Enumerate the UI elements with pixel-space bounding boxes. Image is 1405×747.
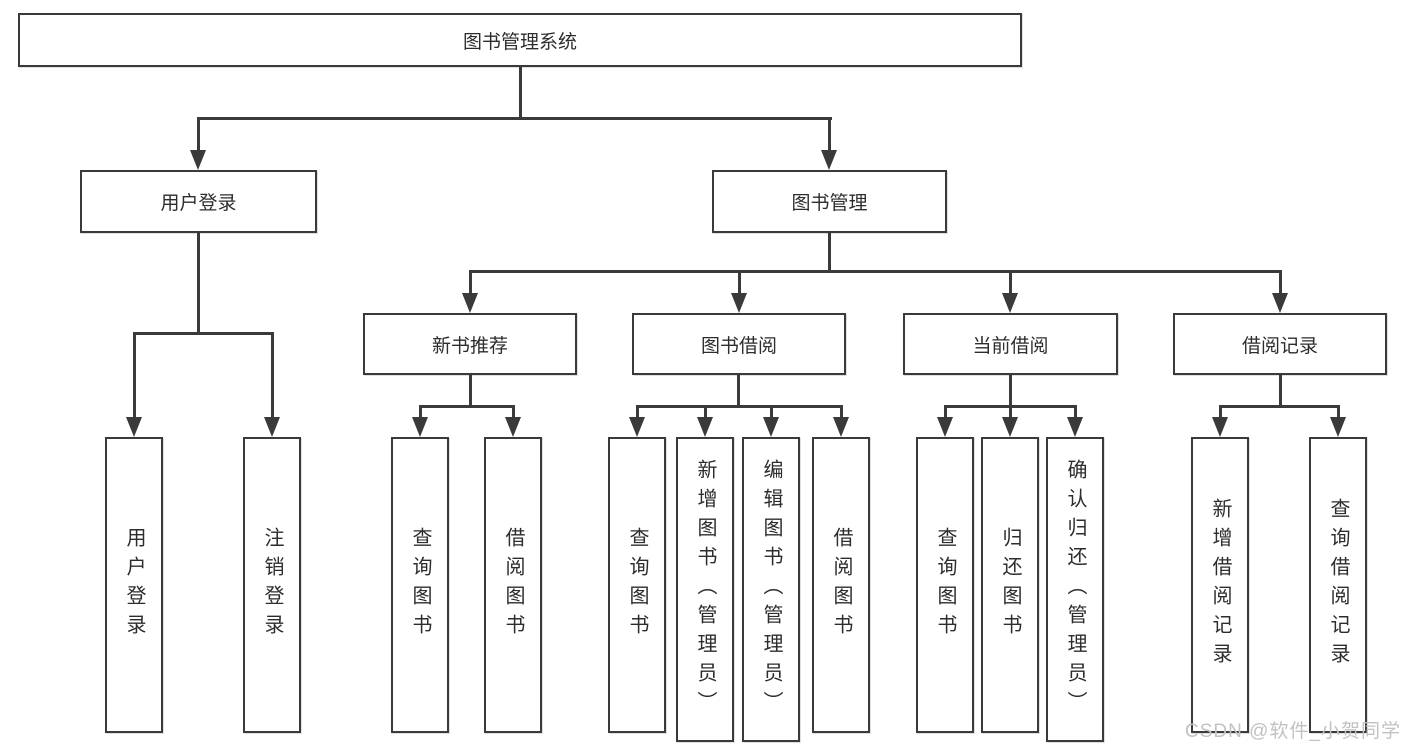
connector-line (1219, 405, 1340, 408)
connector-line (1337, 405, 1340, 419)
connector-line (419, 405, 515, 408)
leaf-confirm-return-admin-label: 确认归还（管理员） (1064, 459, 1086, 720)
arrow-down-icon (126, 417, 142, 437)
arrow-down-icon (937, 417, 953, 437)
connector-line (1009, 405, 1012, 419)
leaf-add-borrow-record: 新增借阅记录 (1191, 437, 1249, 733)
node-user-login-group-label: 用户登录 (160, 193, 237, 214)
connector-line (469, 375, 472, 408)
arrow-down-icon (190, 150, 206, 170)
arrow-down-icon (821, 150, 837, 170)
connector-line (512, 405, 515, 419)
connector-line (1279, 375, 1282, 408)
node-current-borrowing: 当前借阅 (903, 313, 1118, 375)
connector-line (197, 233, 200, 335)
arrow-down-icon (1330, 417, 1346, 437)
connector-line (704, 405, 707, 419)
connector-line (1219, 405, 1222, 419)
leaf-query-books-recommend-label: 查询图书 (409, 527, 431, 643)
arrow-down-icon (462, 293, 478, 313)
leaf-borrow-books-recommend: 借阅图书 (484, 437, 542, 733)
leaf-return-books-label: 归还图书 (999, 527, 1021, 643)
connector-line (469, 270, 1282, 273)
connector-line (840, 405, 843, 419)
arrow-down-icon (1002, 293, 1018, 313)
connector-line (738, 270, 741, 295)
arrow-down-icon (731, 293, 747, 313)
arrow-down-icon (505, 417, 521, 437)
node-book-management: 图书管理 (712, 170, 947, 233)
arrow-down-icon (1272, 293, 1288, 313)
connector-line (636, 405, 639, 419)
node-book-borrowing: 图书借阅 (632, 313, 846, 375)
leaf-edit-books-admin-label: 编辑图书（管理员） (760, 459, 782, 720)
arrow-down-icon (629, 417, 645, 437)
leaf-logout: 注销登录 (243, 437, 301, 733)
connector-line (737, 375, 740, 408)
arrow-down-icon (1002, 417, 1018, 437)
node-new-book-recommend: 新书推荐 (363, 313, 577, 375)
leaf-add-books-admin: 新增图书（管理员） (676, 437, 734, 742)
leaf-logout-label: 注销登录 (261, 527, 283, 643)
leaf-borrow-books-recommend-label: 借阅图书 (502, 527, 524, 643)
node-new-book-recommend-label: 新书推荐 (431, 335, 508, 357)
node-book-management-label: 图书管理 (791, 193, 868, 214)
csdn-watermark: CSDN @软件_小贺同学 (1185, 721, 1401, 742)
connector-line (1074, 405, 1077, 419)
leaf-query-books-borrowing: 查询图书 (608, 437, 666, 733)
connector-line (828, 117, 831, 150)
node-book-borrowing-label: 图书借阅 (700, 335, 777, 357)
connector-line (770, 405, 773, 419)
node-current-borrowing-label: 当前借阅 (972, 335, 1049, 357)
leaf-edit-books-admin: 编辑图书（管理员） (742, 437, 800, 742)
connector-line (944, 405, 947, 419)
arrow-down-icon (833, 417, 849, 437)
leaf-query-borrow-record-label: 查询借阅记录 (1327, 498, 1349, 672)
arrow-down-icon (264, 417, 280, 437)
node-borrowing-records-label: 借阅记录 (1241, 335, 1318, 357)
node-user-login-group: 用户登录 (80, 170, 317, 233)
connector-line (419, 405, 422, 419)
arrow-down-icon (763, 417, 779, 437)
connector-line (469, 270, 472, 295)
leaf-add-books-admin-label: 新增图书（管理员） (694, 459, 716, 720)
leaf-query-books-current-label: 查询图书 (934, 527, 956, 643)
arrow-down-icon (412, 417, 428, 437)
connector-line (1009, 375, 1012, 408)
leaf-query-books-recommend: 查询图书 (391, 437, 449, 733)
connector-line (271, 332, 274, 419)
leaf-query-books-borrowing-label: 查询图书 (626, 527, 648, 643)
connector-line (1279, 270, 1282, 295)
node-borrowing-records: 借阅记录 (1173, 313, 1387, 375)
node-library-system: 图书管理系统 (18, 13, 1022, 67)
leaf-add-borrow-record-label: 新增借阅记录 (1209, 498, 1231, 672)
connector-line (828, 233, 831, 273)
leaf-return-books: 归还图书 (981, 437, 1039, 733)
connector-line (636, 405, 843, 408)
leaf-confirm-return-admin: 确认归还（管理员） (1046, 437, 1104, 742)
leaf-borrow-books: 借阅图书 (812, 437, 870, 733)
arrow-down-icon (1067, 417, 1083, 437)
leaf-query-books-current: 查询图书 (916, 437, 974, 733)
connector-line (133, 332, 274, 335)
node-library-system-label: 图书管理系统 (462, 31, 577, 53)
connector-line (197, 117, 200, 150)
leaf-borrow-books-label: 借阅图书 (830, 527, 852, 643)
connector-line (197, 117, 832, 120)
arrow-down-icon (697, 417, 713, 437)
connector-line (1009, 270, 1012, 295)
arrow-down-icon (1212, 417, 1228, 437)
leaf-query-borrow-record: 查询借阅记录 (1309, 437, 1367, 733)
connector-line (519, 67, 522, 120)
connector-line (133, 332, 136, 419)
leaf-user-login-label: 用户登录 (123, 527, 145, 643)
leaf-user-login: 用户登录 (105, 437, 163, 733)
